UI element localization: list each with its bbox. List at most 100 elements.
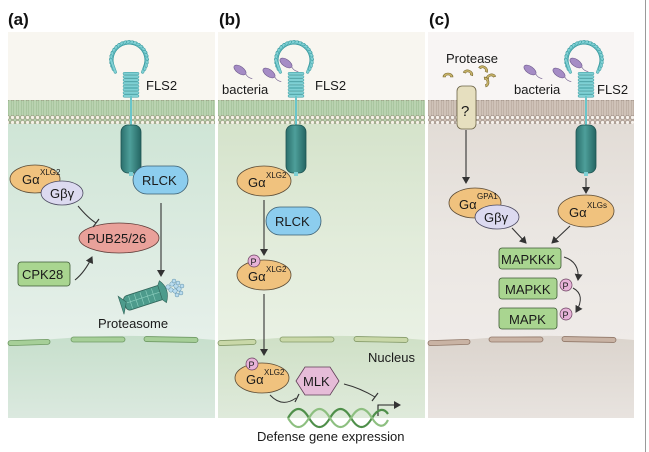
plasma-membrane bbox=[218, 100, 425, 124]
galpha-xlg2-node bbox=[236, 165, 292, 197]
protease-icon bbox=[442, 65, 497, 88]
panel-b: (b) bacteria FLS2 Gα XLG2 RLCK bbox=[217, 10, 425, 444]
bacteria-label: bacteria bbox=[222, 82, 269, 97]
rlck-node bbox=[132, 165, 189, 195]
lrr-repeat bbox=[577, 88, 595, 92]
galpha-xlg2-nuclear-node bbox=[234, 362, 290, 394]
bacteria-icon bbox=[233, 57, 299, 82]
mlk-label: MLK bbox=[303, 374, 330, 389]
proteasome-icon bbox=[117, 278, 185, 315]
gbetagamma-label: Gβγ bbox=[50, 186, 75, 201]
nucleus-region bbox=[8, 335, 215, 418]
galpha-label: Gα bbox=[22, 172, 40, 187]
cpk28-node bbox=[17, 261, 71, 287]
lrr-repeat bbox=[577, 72, 595, 76]
page-edge-divider bbox=[645, 0, 646, 452]
lrr-repeat bbox=[287, 78, 305, 82]
galpha-label: Gα bbox=[569, 205, 587, 220]
lrr-repeat bbox=[109, 57, 117, 74]
nuclear-envelope bbox=[427, 336, 617, 347]
cpk28-label: CPK28 bbox=[22, 267, 63, 282]
dna-helix-icon bbox=[287, 407, 389, 429]
nuclear-envelope bbox=[217, 336, 409, 346]
galpha-label: Gα bbox=[248, 175, 266, 190]
phospho-badge bbox=[245, 357, 259, 371]
bacteria-icon bbox=[523, 57, 589, 82]
lrr-repeat bbox=[122, 75, 140, 79]
nucleus-region bbox=[428, 335, 634, 418]
inhibition-arrow bbox=[269, 394, 297, 403]
rlck-node bbox=[265, 206, 322, 236]
lrr-repeat bbox=[122, 91, 140, 95]
lrr-repeat bbox=[287, 91, 305, 95]
inhibition-arrow bbox=[77, 205, 97, 224]
rlck-label: RLCK bbox=[142, 173, 177, 188]
galpha-superscript: XLGs bbox=[587, 201, 607, 210]
mapkk-node bbox=[498, 277, 558, 300]
fls2-receptor-icon bbox=[564, 40, 604, 176]
lrr-repeat bbox=[577, 84, 595, 88]
phospho-badge bbox=[247, 254, 261, 268]
proteasome-label: Proteasome bbox=[98, 316, 168, 331]
nucleus-label: Nucleus bbox=[368, 350, 415, 365]
panel-a: (a) FLS2 Gα XLG2 Gβγ RLCK bbox=[7, 10, 215, 418]
pub-label: PUB25/26 bbox=[87, 231, 146, 246]
galpha-superscript: XLG2 bbox=[266, 265, 287, 274]
panel-letter-c: (c) bbox=[429, 10, 450, 29]
lrr-repeat bbox=[122, 72, 140, 76]
protease-label: Protease bbox=[446, 51, 498, 66]
galpha-xlgs-node bbox=[557, 194, 615, 228]
cytoplasm bbox=[218, 124, 425, 342]
plasma-membrane bbox=[8, 100, 215, 124]
phospho-label: P bbox=[249, 360, 255, 370]
fls2-label: FLS2 bbox=[597, 82, 628, 97]
lrr-repeat bbox=[577, 75, 595, 79]
mapkk-label: MAPKK bbox=[505, 282, 551, 297]
phospho-label: P bbox=[563, 281, 569, 291]
nuclear-envelope bbox=[7, 336, 199, 347]
lrr-repeat bbox=[577, 81, 595, 85]
fls2-receptor-icon bbox=[109, 40, 149, 176]
lrr-repeat bbox=[122, 88, 140, 92]
panel-letter-a: (a) bbox=[8, 10, 29, 29]
bacteria-label: bacteria bbox=[514, 82, 561, 97]
inhibition-bar bbox=[294, 393, 300, 403]
lrr-repeat bbox=[122, 81, 140, 85]
mapkkk-node bbox=[498, 247, 562, 270]
lrr-repeat bbox=[274, 57, 282, 74]
lrr-repeat bbox=[564, 57, 572, 74]
defense-gene-expression-label: Defense gene expression bbox=[257, 429, 404, 444]
phospho-badge bbox=[559, 278, 573, 292]
lrr-repeat bbox=[287, 72, 305, 76]
galpha-superscript: GPA1 bbox=[477, 192, 498, 201]
lrr-repeat bbox=[577, 78, 595, 82]
panel-c: (c) Protease ? bacteria bbox=[427, 10, 634, 418]
gbetagamma-label: Gβγ bbox=[484, 210, 509, 225]
phospho-badge bbox=[559, 307, 573, 321]
activation-arrow bbox=[511, 227, 527, 244]
phosphorylation-arrow bbox=[563, 256, 583, 281]
galpha-xlg2-complex: Gα XLG2 Gβγ bbox=[9, 164, 84, 206]
phosphorylation-arrow bbox=[572, 287, 583, 313]
galpha-label: Gα bbox=[459, 197, 477, 212]
lrr-repeat bbox=[287, 75, 305, 79]
galpha-label: Gα bbox=[246, 372, 264, 387]
galpha-gpa1-complex: Gα GPA1 Gβγ bbox=[448, 187, 520, 230]
lrr-repeat bbox=[122, 84, 140, 88]
mapkkk-label: MAPKKK bbox=[501, 252, 556, 267]
galpha-superscript: XLG2 bbox=[264, 368, 285, 377]
unknown-receptor-label: ? bbox=[461, 103, 469, 120]
inhibition-bar bbox=[371, 392, 379, 402]
galpha-superscript: XLG2 bbox=[266, 171, 287, 180]
extracellular-space bbox=[218, 32, 425, 100]
mlk-node bbox=[295, 366, 340, 396]
fls2-label: FLS2 bbox=[146, 78, 177, 93]
mapk-label: MAPK bbox=[509, 312, 546, 327]
lrr-repeat bbox=[577, 91, 595, 95]
fls2-receptor-icon bbox=[274, 40, 314, 176]
lrr-repeat bbox=[287, 88, 305, 92]
inhibition-bar bbox=[92, 218, 100, 228]
panel-letter-b: (b) bbox=[219, 10, 241, 29]
unknown-receptor bbox=[456, 85, 477, 130]
